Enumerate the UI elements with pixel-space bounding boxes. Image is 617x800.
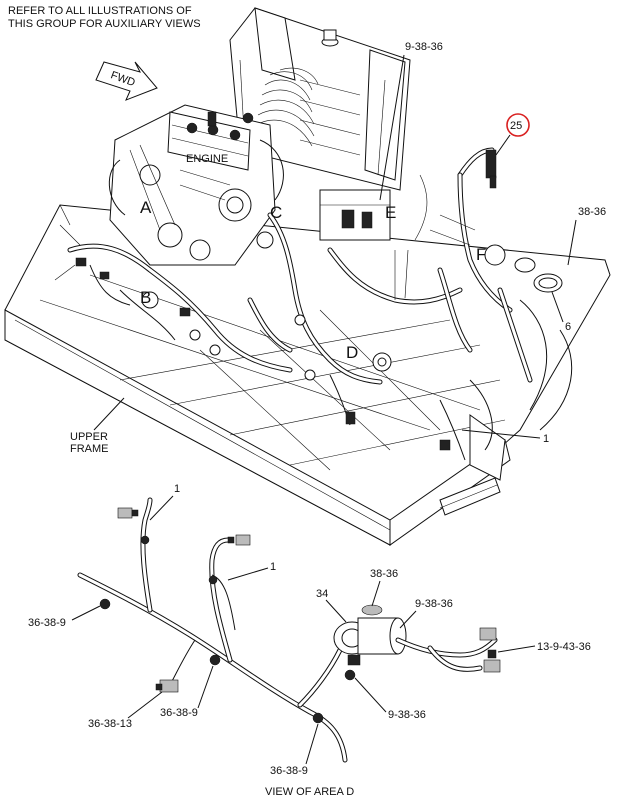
- area-label-e: E: [385, 203, 396, 222]
- detail-callout-34: 34: [316, 588, 328, 600]
- pump-assembly: [333, 604, 407, 666]
- callout-right-38-36: 38-36: [578, 206, 606, 218]
- forward-arrow-icon: FWD: [95, 61, 158, 101]
- detail-callout-36-38-9-bottom-leader: [305, 723, 319, 765]
- callout-25: 25: [510, 120, 522, 132]
- detail-callout-1-top-leader: [149, 495, 174, 521]
- area-label-b: B: [140, 288, 151, 307]
- detail-callout-9-38-36-a-leader: [399, 610, 417, 629]
- engine-label: ENGINE: [186, 153, 228, 165]
- area-label-a: A: [140, 198, 152, 217]
- detail-callout-36-38-9-bottom: 36-38-9: [270, 765, 308, 777]
- detail-view-title: VIEW OF AREA D: [265, 786, 354, 798]
- detail-callout-36-38-13: 36-38-13: [88, 718, 132, 730]
- upper-frame-label-line1: UPPER: [70, 431, 108, 443]
- callout-6: 6: [565, 321, 571, 333]
- central-harness-bundle: [247, 174, 463, 426]
- radiator-cooler: [229, 7, 411, 191]
- detail-callout-13-9-43-36: 13-9-43-36: [537, 641, 591, 653]
- callout-25-highlight: 25: [495, 113, 530, 156]
- area-label-d: D: [346, 343, 358, 362]
- detail-callout-36-38-13-leader: [127, 691, 163, 719]
- detail-callout-38-36-leader: [371, 580, 381, 607]
- area-label-f: F: [476, 245, 486, 264]
- callout-1-main: 1: [543, 433, 549, 445]
- header-note-line1: REFER TO ALL ILLUSTRATIONS OF: [8, 5, 192, 17]
- detail-callout-9-38-36-b-leader: [354, 677, 387, 713]
- radiator-fins: [255, 67, 361, 156]
- detail-callout-38-36: 38-36: [370, 568, 398, 580]
- right-harness-bundle: [429, 147, 563, 461]
- header-note-line2: THIS GROUP FOR AUXILIARY VIEWS: [8, 18, 201, 30]
- callout-top-leader: [379, 54, 405, 201]
- detail-callout-13-9-43-36-leader: [497, 645, 536, 653]
- callout-1-main-leader: [461, 429, 541, 439]
- detail-callout-1-mid: 1: [270, 561, 276, 573]
- detail-view-harness: [77, 497, 501, 763]
- callout-top-9-38-36: 9-38-36: [405, 41, 443, 53]
- detail-callout-9-38-36-a: 9-38-36: [415, 598, 453, 610]
- detail-callout-9-38-36-b: 9-38-36: [388, 709, 426, 721]
- detail-callout-36-38-9-mid: 36-38-9: [160, 707, 198, 719]
- detail-callout-36-38-9-left: 36-38-9: [28, 617, 66, 629]
- upper-frame-leader: [93, 397, 125, 431]
- callout-right-leader: [567, 219, 577, 266]
- callout-6-leader: [551, 291, 564, 323]
- upper-frame-label-line2: FRAME: [70, 443, 109, 455]
- left-harness-bundle: [54, 224, 293, 373]
- detail-callout-1-top: 1: [174, 483, 180, 495]
- detail-callout-36-38-9-mid-leader: [197, 665, 214, 709]
- detail-callout-1-mid-leader: [227, 567, 269, 581]
- engine-block: [108, 104, 284, 266]
- area-label-c: C: [270, 203, 282, 222]
- detail-callout-36-38-9-left-leader: [71, 605, 101, 621]
- detail-callout-34-leader: [325, 599, 347, 623]
